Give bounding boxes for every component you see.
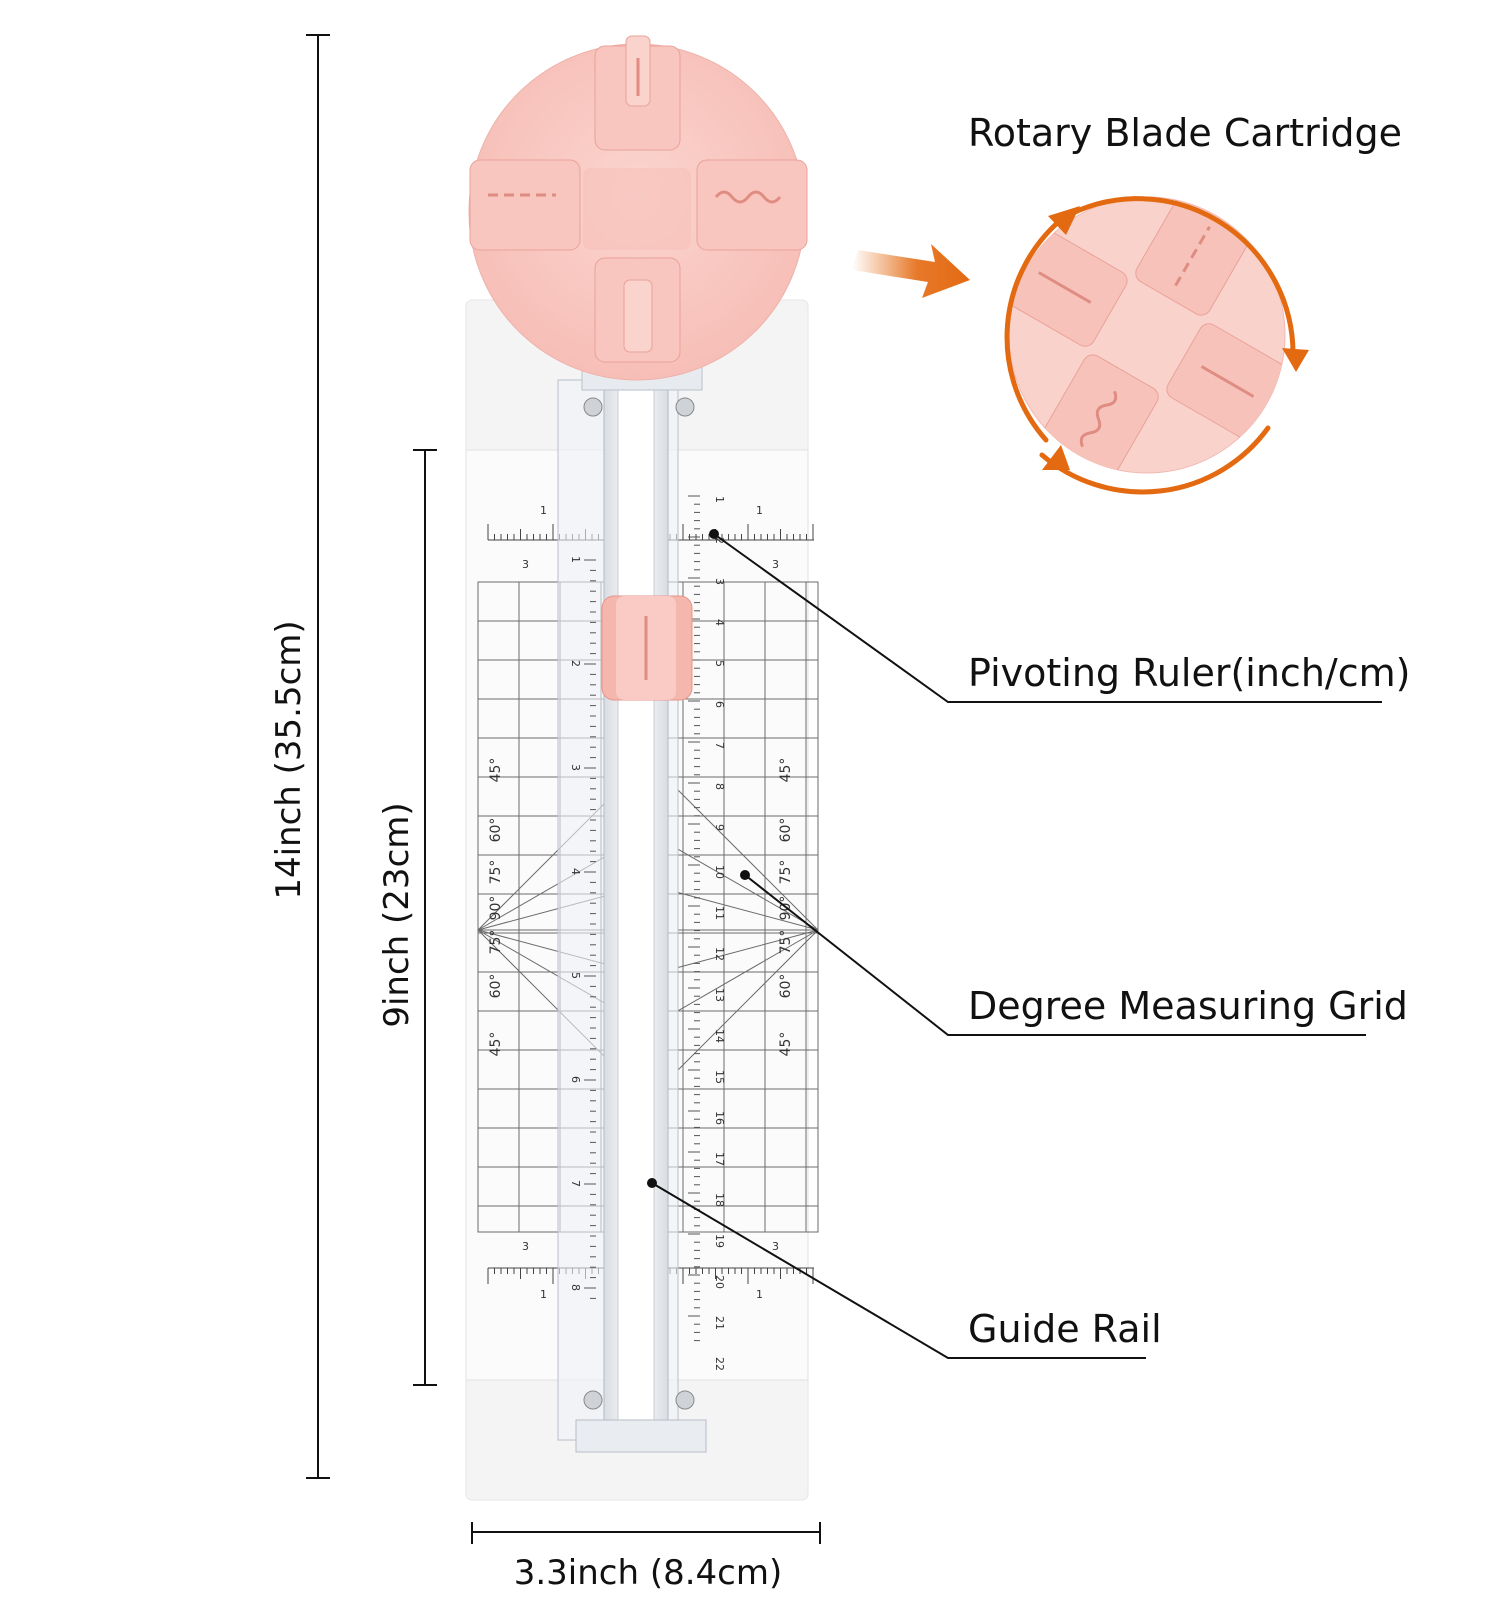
callout-leaders — [651, 533, 1382, 1359]
vruler-inch-label: 7 — [569, 1180, 582, 1187]
vruler-cm-label: 1 — [713, 496, 726, 503]
vruler-cm-label: 8 — [713, 783, 726, 790]
vruler-cm-label: 21 — [713, 1316, 726, 1330]
angle-label-left: 75° — [488, 930, 504, 955]
blade-tab-left — [469, 159, 581, 251]
vruler-cm-label: 13 — [713, 988, 726, 1002]
vruler-cm-label: 12 — [713, 947, 726, 961]
callout-dots — [647, 529, 750, 1188]
rotary-blade-cartridge[interactable] — [468, 35, 808, 391]
angle-label-left: 90° — [488, 896, 504, 921]
angle-label-left: 75° — [488, 860, 504, 885]
angle-label-right: 45° — [778, 758, 794, 783]
vruler-cm-label: 7 — [713, 742, 726, 749]
vruler-cm-label: 18 — [713, 1193, 726, 1207]
angle-label-right: 60° — [778, 974, 794, 999]
angle-label-right: 75° — [778, 930, 794, 955]
angle-ray-right — [677, 789, 819, 931]
ruler-inch-label: 1 — [756, 504, 763, 517]
angle-ray-right — [677, 848, 819, 931]
vruler-cm-label: 16 — [713, 1111, 726, 1125]
ruler-inch-label: 1 — [756, 1288, 763, 1301]
total-length-label: 14inch (35.5cm) — [269, 620, 309, 899]
ruler-inch-label: 3 — [522, 1240, 529, 1253]
vruler-inch-label: 2 — [569, 660, 582, 667]
blade-tab-right — [696, 159, 808, 251]
vruler-cm-label: 2 — [713, 537, 726, 544]
ruler-inch-label: 3 — [772, 1240, 779, 1253]
vertical-cm-ruler: 1234567891011121314151617181920212212345… — [569, 495, 726, 1371]
vruler-cm-label: 10 — [713, 865, 726, 879]
vruler-cm-label: 14 — [713, 1029, 726, 1043]
angle-label-left: 60° — [488, 974, 504, 999]
vruler-cm-label: 4 — [713, 619, 726, 626]
ruler-inch-label: 3 — [522, 558, 529, 571]
dimension-total-length — [306, 34, 330, 1479]
dimension-cutting-length — [413, 449, 437, 1386]
vruler-inch-label: 4 — [569, 868, 582, 875]
vruler-cm-label: 9 — [713, 824, 726, 831]
angle-label-right: 75° — [778, 860, 794, 885]
vruler-cm-label: 15 — [713, 1070, 726, 1084]
vruler-inch-label: 6 — [569, 1076, 582, 1083]
angle-ray-right — [677, 929, 819, 968]
angle-ray-right — [677, 929, 819, 1012]
guide-rail[interactable] — [557, 379, 707, 1453]
vruler-inch-label: 5 — [569, 972, 582, 979]
callout-guide-rail: Guide Rail — [968, 1307, 1162, 1351]
vruler-cm-label: 5 — [713, 660, 726, 667]
vruler-cm-label: 22 — [713, 1357, 726, 1371]
vruler-cm-label: 3 — [713, 578, 726, 585]
vruler-cm-label: 11 — [713, 906, 726, 920]
blade-tab-top — [594, 35, 681, 151]
vruler-cm-label: 19 — [713, 1234, 726, 1248]
vruler-inch-label: 1 — [569, 556, 582, 563]
angle-label-left: 45° — [488, 758, 504, 783]
vruler-cm-label: 20 — [713, 1275, 726, 1289]
angle-label-left: 60° — [488, 818, 504, 843]
blade-slider[interactable] — [601, 595, 693, 701]
dimension-width — [471, 1522, 821, 1544]
angle-ray-right — [677, 929, 819, 1071]
orange-arrow-icon — [852, 244, 970, 298]
callout-pivoting-ruler: Pivoting Ruler(inch/cm) — [968, 651, 1410, 695]
vruler-cm-label: 6 — [713, 701, 726, 708]
rotation-arrows-icon — [1004, 196, 1309, 495]
ruler-inch-label: 1 — [540, 504, 547, 517]
angle-ray-right — [677, 892, 819, 931]
callout-degree-grid: Degree Measuring Grid — [968, 984, 1408, 1028]
vruler-inch-label: 3 — [569, 764, 582, 771]
ruler-inch-label: 1 — [540, 1288, 547, 1301]
callout-rotary-blade: Rotary Blade Cartridge — [968, 111, 1402, 155]
vruler-cm-label: 17 — [713, 1152, 726, 1166]
vruler-inch-label: 8 — [569, 1284, 582, 1291]
angle-label-left: 45° — [488, 1032, 504, 1057]
width-label: 3.3inch (8.4cm) — [514, 1553, 783, 1593]
angle-label-right: 60° — [778, 818, 794, 843]
cutting-length-label: 9inch (23cm) — [377, 802, 417, 1027]
ruler-inch-label: 3 — [772, 558, 779, 571]
blade-tab-bottom — [594, 257, 681, 363]
angle-label-right: 45° — [778, 1032, 794, 1057]
cartridge-zoom-view — [1004, 196, 1309, 495]
